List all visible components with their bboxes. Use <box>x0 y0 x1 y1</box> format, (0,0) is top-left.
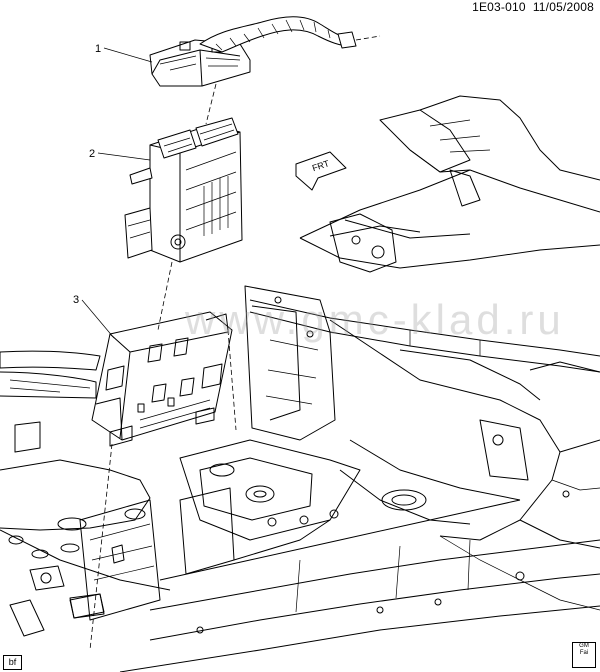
callout-number: 3 <box>73 294 79 306</box>
part-2-control-module <box>124 117 243 263</box>
part-1-harness-connector <box>149 16 381 87</box>
logo-line2: Fai <box>579 650 589 656</box>
assembly-line-2-3 <box>157 261 173 331</box>
diagram-code: 1E03-010 <box>472 0 526 14</box>
corner-badge: bf <box>3 655 22 670</box>
diagram-date: 11/05/2008 <box>532 0 594 14</box>
watermark: www.gmc-klad.ru <box>185 296 565 343</box>
callout-number: 1 <box>95 43 101 55</box>
front-direction-arrow: FRT <box>295 151 347 191</box>
gm-logo: GM Fai <box>572 642 596 668</box>
assembly-line-3-body <box>89 443 113 651</box>
vehicle-body-structure <box>0 95 600 672</box>
diagram-header: 1E03-010 11/05/2008 <box>472 0 594 14</box>
part-3-module-bracket <box>91 311 233 447</box>
assembly-line-3-pedestal <box>227 329 237 431</box>
callout-2: 2 <box>89 148 151 161</box>
callout-number: 2 <box>89 148 95 160</box>
logo-line1: GM <box>579 643 589 649</box>
callout-1: 1 <box>95 43 153 63</box>
callout-3: 3 <box>73 294 115 339</box>
assembly-line-1-2 <box>205 83 217 125</box>
